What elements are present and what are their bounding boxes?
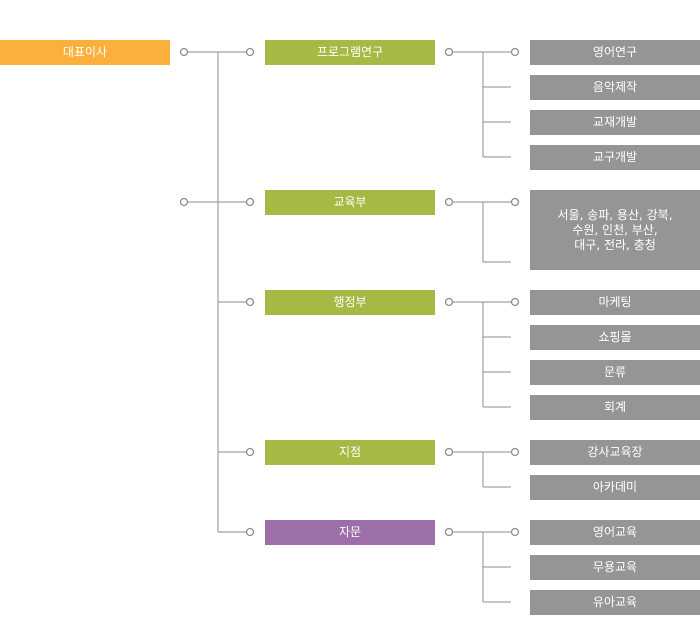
leaf-shopping-mall: 쇼핑몰	[530, 325, 700, 350]
connector-dot	[245, 197, 255, 207]
connector-dot	[510, 447, 520, 457]
leaf-early-childhood-education: 유아교육	[530, 590, 700, 615]
connector-dot	[179, 47, 189, 57]
dept-branch: 지점	[265, 440, 435, 465]
connector-dot	[444, 447, 454, 457]
connector-dot	[510, 47, 520, 57]
connector-dot	[245, 47, 255, 57]
leaf-music-production: 음악제작	[530, 75, 700, 100]
connector-dot	[444, 527, 454, 537]
leaf-instructor-training-center: 강사교육장	[530, 440, 700, 465]
connector-dot	[510, 197, 520, 207]
connector-dot	[444, 297, 454, 307]
leaf-english-research: 영어연구	[530, 40, 700, 65]
connector-dot	[510, 297, 520, 307]
leaf-textbook-development: 교재개발	[530, 110, 700, 135]
leaf-logistics: 문류	[530, 360, 700, 385]
leaf-marketing: 마케팅	[530, 290, 700, 315]
dept-administration: 행정부	[265, 290, 435, 315]
leaf-academy: 아카데미	[530, 475, 700, 500]
leaf-teaching-aid-development: 교구개발	[530, 145, 700, 170]
connector-dot	[444, 197, 454, 207]
connector-dot	[245, 447, 255, 457]
leaf-accounting: 회계	[530, 395, 700, 420]
dept-program-research: 프로그램연구	[265, 40, 435, 65]
connector-dot	[245, 527, 255, 537]
connector-dot	[510, 527, 520, 537]
dept-education: 교육부	[265, 190, 435, 215]
leaf-dance-education: 무용교육	[530, 555, 700, 580]
connector-dot	[444, 47, 454, 57]
leaf-regional-branches: 서울, 송파, 용산, 강북, 수원, 인천, 부산, 대구, 전라, 충청	[530, 190, 700, 270]
root-node-ceo: 대표이사	[0, 40, 170, 65]
connector-dot	[245, 297, 255, 307]
connector-dot	[179, 197, 189, 207]
dept-advisory: 자문	[265, 520, 435, 545]
leaf-english-education: 영어교육	[530, 520, 700, 545]
